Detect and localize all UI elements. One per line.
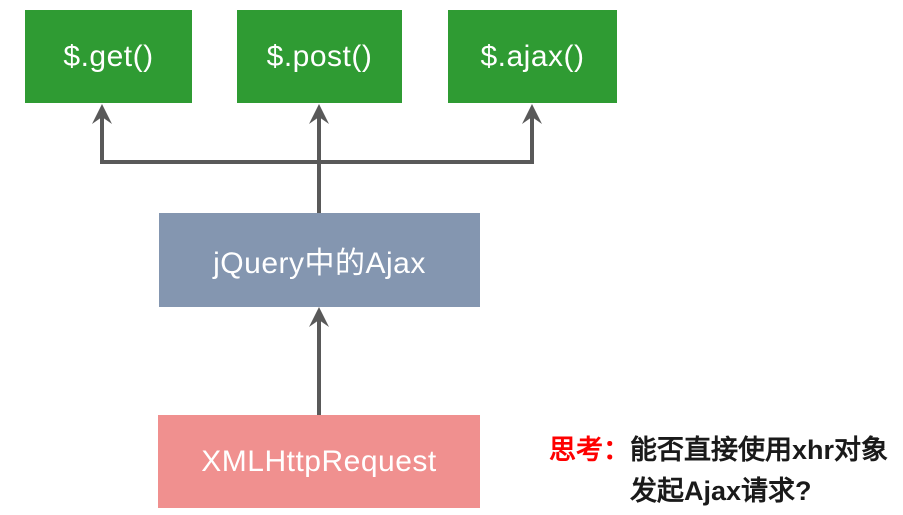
node-post-label: $.post() bbox=[266, 39, 373, 73]
node-jquery-ajax-label: jQuery中的Ajax bbox=[213, 247, 426, 280]
node-xmlhttprequest: XMLHttpRequest bbox=[158, 415, 480, 508]
think-note-question-part2: 发起Ajax请求? bbox=[630, 476, 812, 506]
think-note-question-part1: 能否直接使用xhr对象 bbox=[630, 435, 889, 465]
node-get-label: $.get() bbox=[63, 39, 154, 73]
think-note-line1: 思考：能否直接使用xhr对象 bbox=[549, 430, 888, 471]
node-xmlhttprequest-label: XMLHttpRequest bbox=[201, 444, 437, 478]
think-note-prefix: 思考： bbox=[549, 435, 630, 465]
node-post: $.post() bbox=[237, 10, 402, 103]
node-ajax-label: $.ajax() bbox=[480, 39, 585, 73]
node-jquery-ajax: jQuery中的Ajax bbox=[159, 213, 480, 307]
node-ajax: $.ajax() bbox=[448, 10, 617, 103]
node-get: $.get() bbox=[25, 10, 192, 103]
think-note: 思考：能否直接使用xhr对象 发起Ajax请求? bbox=[549, 430, 888, 512]
